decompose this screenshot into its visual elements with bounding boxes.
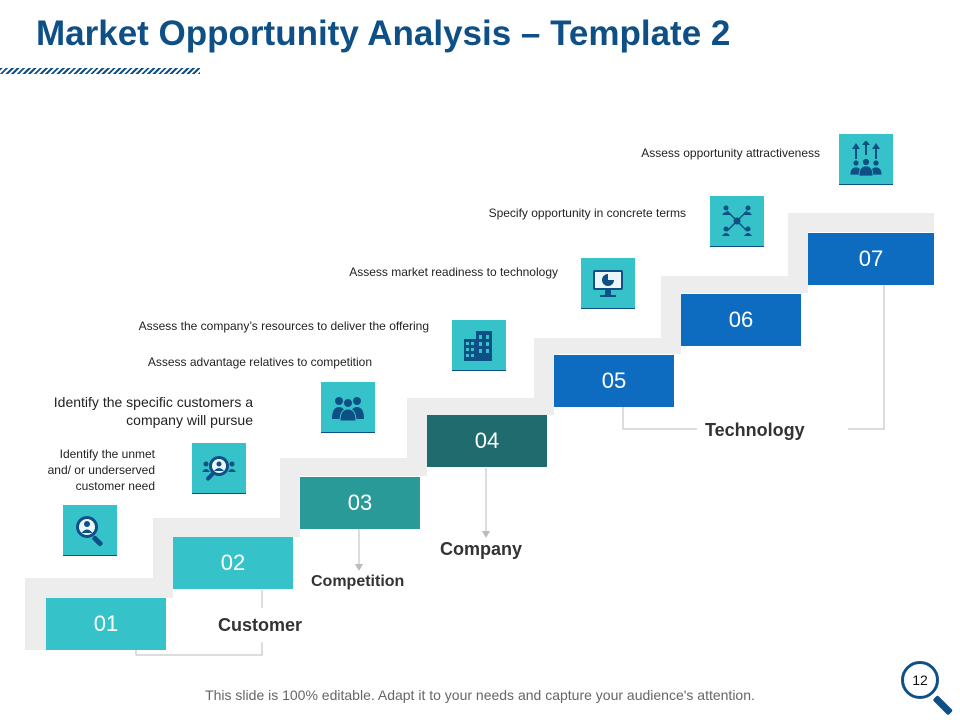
competition-arrow: [355, 564, 363, 571]
step-number: 05: [601, 368, 627, 393]
item-5-icon-box: [581, 258, 635, 309]
buildings-icon: [464, 331, 492, 361]
item-7-description: Assess opportunity attractiveness: [520, 145, 820, 161]
step-number: 02: [220, 550, 246, 575]
item-6-icon-box: [710, 196, 764, 247]
step-box-01: 01: [46, 598, 166, 650]
company-arrow: [482, 531, 490, 538]
monitor-chart-icon: [593, 270, 623, 297]
page-number-badge: 12: [901, 661, 939, 699]
item-2-icon-box: [192, 443, 246, 494]
group-label-company: Company: [440, 539, 523, 559]
item-3-icon-box: [321, 382, 375, 433]
page-title: Market Opportunity Analysis – Template 2: [36, 14, 731, 53]
description-line: Assess advantage relatives to competitio…: [147, 355, 372, 369]
description-line: and/ or underserved: [47, 463, 155, 477]
group-label-technology: Technology: [705, 420, 805, 440]
team-icon: [332, 397, 364, 422]
growth-people-icon: [849, 141, 883, 177]
description-line: Assess the company’s resources to delive…: [138, 319, 429, 333]
description-line: Assess opportunity attractiveness: [641, 146, 820, 160]
description-line: Assess market readiness to technology: [349, 265, 558, 279]
title-underline: [0, 68, 200, 74]
step-number: 01: [93, 611, 119, 636]
item-1-icon-box: [63, 505, 117, 556]
step-box-04: 04: [427, 415, 547, 467]
item-4-description: Assess the company’s resources to delive…: [60, 318, 429, 334]
step-number: 03: [347, 490, 373, 515]
technology-connector-right: [848, 285, 885, 430]
item-2-description: Identify the specific customers a compan…: [20, 393, 253, 429]
item-5-description: Assess market readiness to technology: [250, 264, 558, 280]
page-number: 12: [912, 672, 928, 688]
description-line: company will pursue: [126, 412, 253, 428]
description-line: Identify the specific customers a: [53, 394, 253, 410]
network-people-icon: [722, 205, 752, 236]
step-box-02: 02: [173, 537, 293, 589]
magnifier-group-icon: [202, 456, 236, 481]
description-line: Identify the unmet: [59, 447, 155, 461]
magnifier-person-icon: [76, 516, 103, 547]
item-4-icon-box: [452, 320, 506, 371]
step-box-07: 07: [808, 233, 934, 285]
item-1-description: Identify the unmet and/ or underserved c…: [20, 446, 155, 494]
step-number: 06: [728, 307, 754, 332]
group-label-customer: Customer: [218, 615, 303, 635]
item-7-icon-box: [839, 134, 893, 185]
technology-connector-left: [622, 407, 697, 430]
step-box-05: 05: [554, 355, 674, 407]
item-6-description: Specify opportunity in concrete terms: [380, 205, 686, 221]
step-number: 04: [474, 428, 500, 453]
footer-note: This slide is 100% editable. Adapt it to…: [205, 687, 755, 703]
step-box-06: 06: [681, 294, 801, 346]
step-number: 07: [858, 246, 884, 271]
step-box-03: 03: [300, 477, 420, 529]
description-line: Specify opportunity in concrete terms: [488, 206, 686, 220]
group-label-competition: Competition: [311, 573, 405, 590]
item-3-description: Assess advantage relatives to competitio…: [60, 354, 372, 370]
customer-connector: [135, 642, 263, 656]
description-line: customer need: [75, 479, 155, 493]
